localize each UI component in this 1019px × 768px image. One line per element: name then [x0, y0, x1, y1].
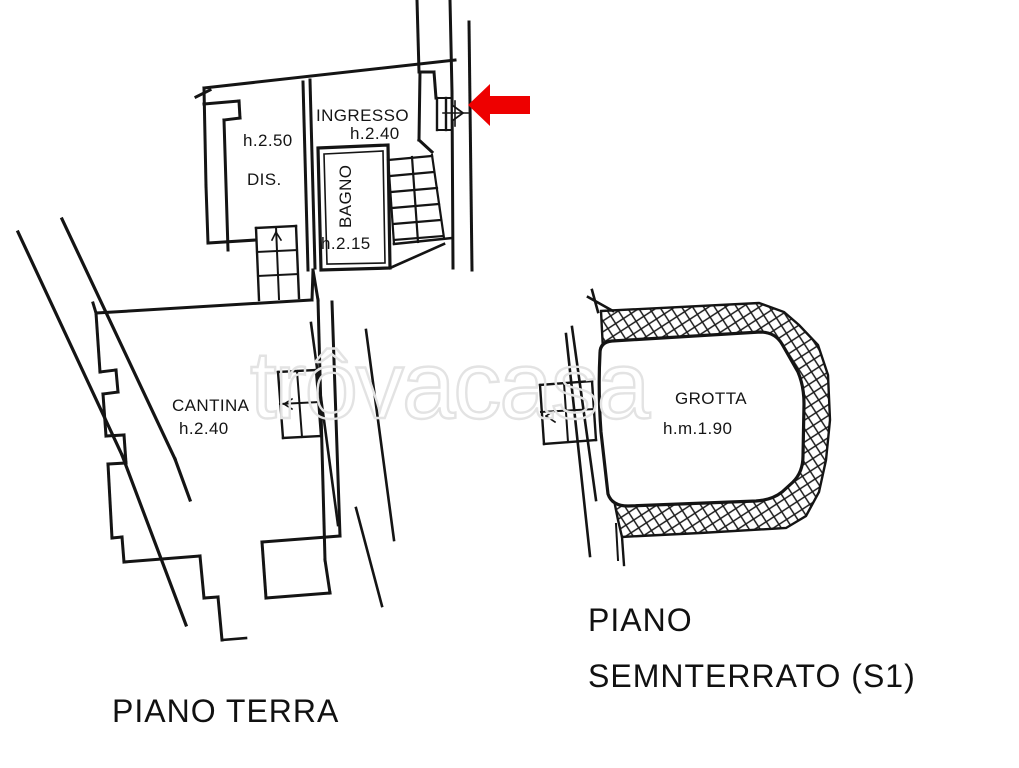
entrance-arrow [466, 80, 532, 130]
room-height-dis: h.2.50 [243, 131, 293, 150]
piano-terra-geometry [15, 0, 474, 642]
room-label-grotta: GROTTA [675, 389, 747, 408]
room-label-dis: DIS. [247, 170, 282, 189]
room-label-bagno: BAGNO [336, 164, 355, 228]
room-height-grotta: h.m.1.90 [663, 419, 733, 438]
floor-title-piano-seminterrato-line2: SEMNTERRATO (S1) [588, 658, 916, 694]
room-height-ingresso: h.2.40 [350, 124, 400, 143]
room-height-bagno: h.2.15 [321, 234, 371, 253]
floor-title-piano-terra: PIANO TERRA [112, 693, 340, 729]
floor-title-piano-seminterrato-line1: PIANO [588, 602, 693, 638]
piano-seminterrato-geometry [538, 288, 832, 567]
room-label-cantina: CANTINA [172, 396, 250, 415]
room-height-cantina: h.2.40 [179, 419, 229, 438]
entrance-arrow-icon [468, 84, 530, 126]
room-label-ingresso: INGRESSO [316, 106, 409, 125]
